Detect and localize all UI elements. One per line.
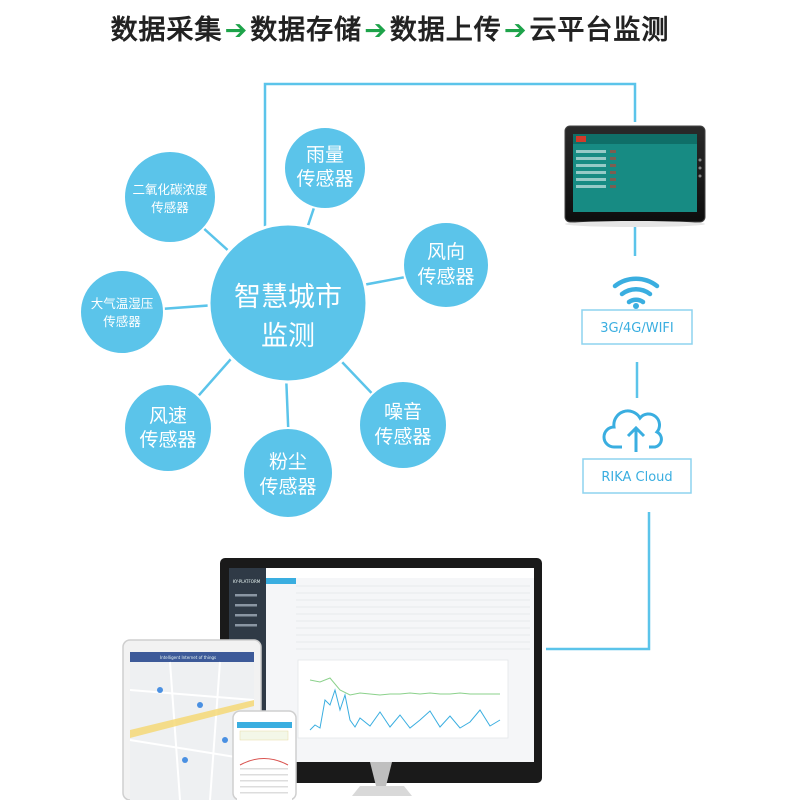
network-label: 3G/4G/WIFI <box>600 321 673 336</box>
arrow-icon: ➔ <box>503 15 528 46</box>
sensor-dust-label-2: 传感器 <box>259 476 316 498</box>
hub-node: 智慧城市 监测 <box>207 222 369 384</box>
sensor-atmosphere-label-2: 传感器 <box>103 314 141 329</box>
step-data-collection: 数据采集 <box>110 15 223 46</box>
sensor-node-wind-speed: 风速 传感器 <box>123 383 213 473</box>
sensor-co2-label-2: 传感器 <box>151 200 189 215</box>
sensor-noise-label-2: 传感器 <box>374 426 431 448</box>
sensor-node-atmosphere: 大气温湿压 传感器 <box>79 269 165 355</box>
sensor-rain-label-2: 传感器 <box>296 168 353 190</box>
network-box: 3G/4G/WIFI <box>581 309 693 345</box>
step-data-upload: 数据上传 <box>389 15 502 46</box>
hub-label-line1: 智慧城市 <box>234 282 342 313</box>
wifi-icon <box>612 276 660 309</box>
sensor-dust-label-1: 粉尘 <box>269 451 307 473</box>
arrow-icon: ➔ <box>224 15 249 46</box>
process-title: 数据采集➔数据存储➔数据上传➔云平台监测 <box>0 8 780 47</box>
sensor-atmosphere-label-1: 大气温湿压 <box>91 296 154 311</box>
sensor-node-wind-direction: 风向 传感器 <box>402 221 490 309</box>
cloud-label: RIKA Cloud <box>601 470 672 485</box>
sensor-node-dust: 粉尘 传感器 <box>242 427 334 519</box>
step-data-storage: 数据存储 <box>250 15 363 46</box>
connector-lines <box>263 82 651 651</box>
cloud-upload-icon <box>602 409 663 452</box>
sensor-node-rain: 雨量 传感器 <box>283 126 367 210</box>
step-cloud-monitoring: 云平台监测 <box>529 15 670 46</box>
sensor-node-noise: 噪音 传感器 <box>358 380 448 470</box>
sensor-wind-direction-label-2: 传感器 <box>417 266 474 288</box>
cloud-box: RIKA Cloud <box>582 458 692 494</box>
hub-label-line2: 监测 <box>261 321 315 352</box>
sensor-wind-speed-label-2: 传感器 <box>139 429 196 451</box>
sensor-wind-direction-label-1: 风向 <box>427 241 465 263</box>
sensor-rain-label-1: 雨量 <box>306 144 344 166</box>
desktop-brand: KY-PLATFORM <box>233 579 261 584</box>
sensor-wind-speed-label-1: 风速 <box>149 405 187 427</box>
tablet-header: Intelligent Internet of things <box>160 655 216 660</box>
data-logger-device <box>564 125 706 227</box>
tablet-device: Intelligent Internet of things <box>122 639 262 800</box>
sensor-node-co2: 二氧化碳浓度 传感器 <box>123 150 217 244</box>
sensor-co2-label-1: 二氧化碳浓度 <box>132 182 208 197</box>
arrow-icon: ➔ <box>364 15 388 46</box>
phone-device <box>232 710 297 800</box>
sensor-noise-label-1: 噪音 <box>384 401 422 423</box>
